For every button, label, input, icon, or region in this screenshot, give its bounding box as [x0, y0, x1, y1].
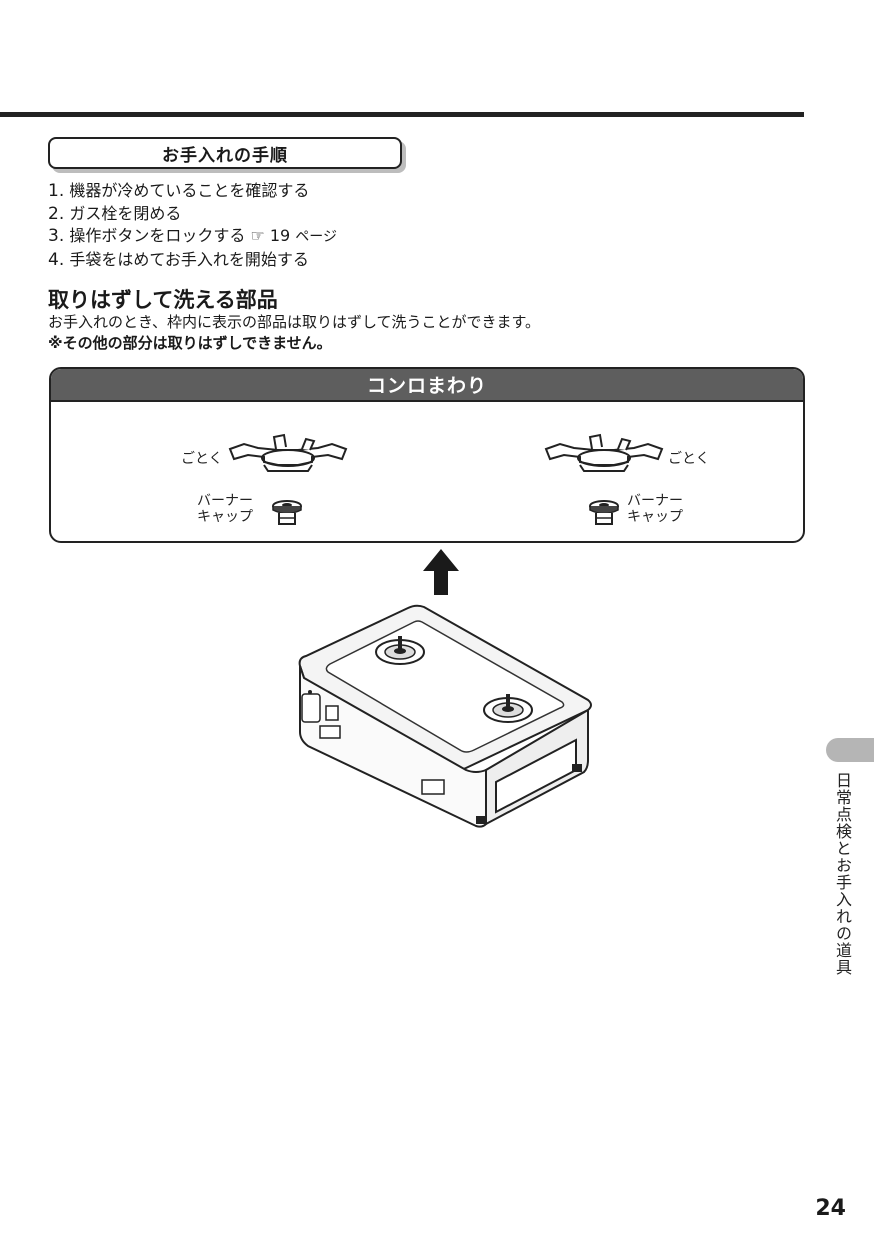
- procedure-title: お手入れの手順: [162, 145, 288, 166]
- right-grate-label: ごとく: [668, 451, 710, 467]
- step-item: 4. 手袋をはめてお手入れを開始する: [48, 249, 309, 270]
- section-description: お手入れのとき、枠内に表示の部品は取りはずして洗うことができます。: [48, 313, 541, 331]
- step-item: 1. 機器が冷めていることを確認する: [48, 181, 310, 201]
- procedure-title-box: お手入れの手順: [48, 137, 402, 169]
- left-grate-illustration: [228, 433, 348, 472]
- procedure-steps: 1. 機器が冷めていることを確認する 2. ガス栓を閉める 3. 操作ボタンをロ…: [48, 180, 337, 271]
- right-grate-illustration: [544, 433, 664, 472]
- panel-header: コンロまわり: [51, 369, 803, 402]
- top-rule: [0, 112, 804, 117]
- panel-title: コンロまわり: [366, 375, 487, 397]
- removable-parts-panel: コンロまわり ごとく ごとく バーナー キャップ バーナー: [49, 367, 805, 543]
- step-item: 3. 操作ボタンをロックする ☞ 19 ページ: [48, 226, 338, 246]
- left-cap-label: バーナー キャップ: [197, 493, 253, 525]
- page-ref: ページ: [295, 229, 338, 245]
- right-burner-cap-illustration: [589, 500, 619, 525]
- page-number: 24: [815, 1196, 846, 1221]
- left-grate-label: ごとく: [181, 451, 223, 467]
- section-note: ※その他の部分は取りはずしできません。: [48, 334, 332, 352]
- chapter-label: 日常点検とお手入れの道具: [833, 772, 852, 976]
- right-cap-label: バーナー キャップ: [627, 493, 683, 525]
- gas-stove-illustration: [298, 604, 592, 828]
- left-burner-cap-illustration: [272, 500, 302, 525]
- arrow-up-icon: [423, 549, 459, 595]
- section-title: 取りはずして洗える部品: [48, 288, 278, 312]
- chapter-tab: [826, 738, 874, 762]
- step-item: 2. ガス栓を閉める: [48, 203, 182, 224]
